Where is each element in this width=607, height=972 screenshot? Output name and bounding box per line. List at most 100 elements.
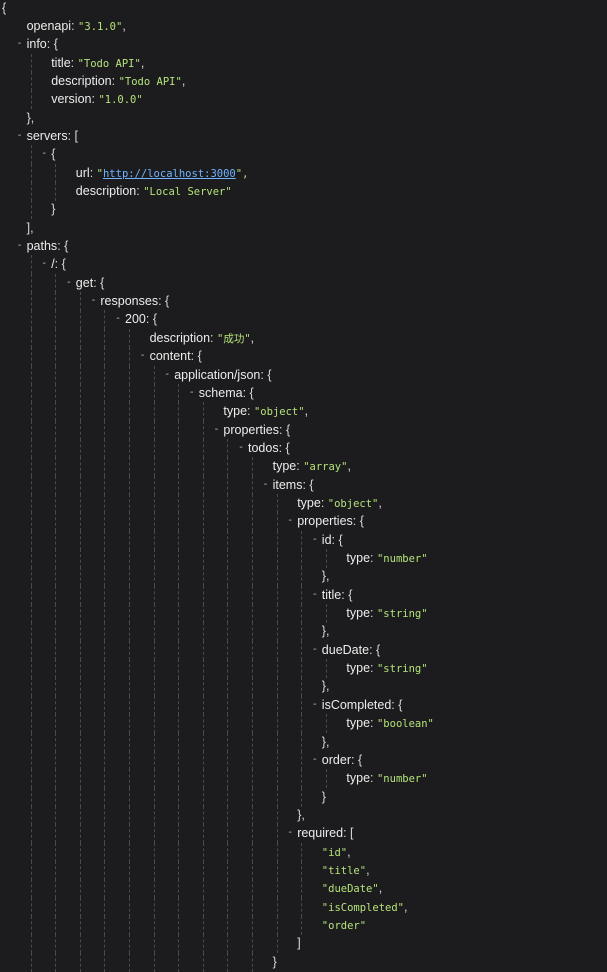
- json-line-content: "title",: [322, 861, 370, 880]
- indent-guide: [153, 916, 155, 935]
- json-key-description: description: [51, 73, 112, 88]
- indent-guide: [252, 695, 253, 715]
- json-colon: :: [70, 55, 78, 70]
- indent-guide: [129, 585, 130, 605]
- json-line-content: url: "http://localhost:3000",: [76, 164, 249, 183]
- indent-guide: [153, 842, 155, 862]
- indent-guide: [30, 365, 32, 385]
- json-line-content: "isCompleted",: [322, 898, 408, 917]
- json-line-content: id: {: [322, 531, 343, 549]
- indent-guide: [252, 512, 253, 532]
- json-line-content: isCompleted: {: [322, 696, 403, 714]
- json-line: type: "string": [0, 659, 607, 679]
- collapse-toggle-icon[interactable]: -: [263, 478, 268, 490]
- json-url-link[interactable]: http://localhost:3000: [102, 167, 236, 180]
- indent-guide: [30, 163, 32, 183]
- indent-guide: [301, 787, 303, 807]
- json-string-value: "object": [253, 406, 305, 419]
- collapse-toggle-icon[interactable]: -: [214, 423, 219, 435]
- indent-guide: [252, 842, 253, 862]
- indent-guide: [30, 714, 32, 734]
- indent-guide: [79, 328, 81, 348]
- collapse-toggle-icon[interactable]: -: [312, 753, 317, 765]
- json-string-value: "Local Server": [143, 186, 232, 198]
- indent-guide: [30, 842, 32, 862]
- json-line: type: "boolean": [0, 714, 607, 734]
- indent-guide: [301, 567, 303, 587]
- collapse-toggle-icon[interactable]: -: [17, 240, 22, 252]
- json-line-content: type: "array",: [273, 457, 351, 476]
- collapse-toggle-icon[interactable]: -: [288, 827, 292, 839]
- indent-guide: [276, 695, 278, 715]
- indent-guide: [104, 916, 106, 935]
- indent-guide: [30, 383, 32, 403]
- json-colon: :: [247, 404, 254, 419]
- indent-guide: [30, 255, 32, 275]
- indent-guide: [55, 842, 57, 862]
- json-punctuation: },: [321, 734, 330, 749]
- indent-guide: [153, 714, 155, 734]
- collapse-toggle-icon[interactable]: -: [239, 441, 243, 453]
- json-line: -required: [: [0, 824, 607, 844]
- json-key-responses: responses: [100, 294, 159, 309]
- json-line: -200: {: [0, 310, 607, 330]
- collapse-toggle-icon[interactable]: -: [66, 276, 71, 288]
- collapse-toggle-icon[interactable]: -: [17, 129, 22, 141]
- json-punctuation: },: [321, 679, 330, 694]
- indent-guide: [55, 163, 57, 183]
- json-colon: :: [278, 440, 286, 455]
- indent-guide: [153, 824, 155, 844]
- json-punctuation: ,: [347, 844, 351, 859]
- indent-guide: [276, 604, 278, 624]
- indent-guide: [30, 824, 32, 844]
- collapse-toggle-icon[interactable]: -: [312, 698, 317, 710]
- collapse-toggle-icon[interactable]: -: [165, 368, 169, 380]
- indent-guide: [79, 310, 81, 330]
- indent-guide: [30, 90, 32, 110]
- indent-guide: [30, 952, 32, 972]
- indent-guide: [325, 769, 327, 789]
- indent-guide: [301, 549, 303, 568]
- collapse-toggle-icon[interactable]: -: [42, 258, 46, 270]
- indent-guide: [104, 567, 106, 587]
- collapse-toggle-icon[interactable]: -: [312, 643, 317, 655]
- indent-guide: [129, 769, 130, 789]
- collapse-toggle-icon[interactable]: -: [140, 350, 145, 362]
- indent-guide: [178, 787, 180, 807]
- json-colon: :: [210, 330, 217, 345]
- collapse-toggle-icon[interactable]: -: [17, 38, 22, 50]
- json-string-value: "array": [303, 461, 348, 474]
- indent-guide: [79, 805, 81, 825]
- indent-guide: [153, 512, 155, 532]
- json-line-content: description: "Todo API",: [51, 72, 185, 91]
- indent-guide: [79, 512, 81, 532]
- json-line: ]: [0, 934, 607, 954]
- collapse-toggle-icon[interactable]: -: [116, 313, 120, 325]
- json-punctuation: ,: [181, 73, 186, 88]
- indent-guide: [104, 677, 106, 697]
- collapse-toggle-icon[interactable]: -: [189, 386, 194, 398]
- json-line: -application/json: {: [0, 365, 607, 385]
- json-key-type: type: [346, 606, 371, 621]
- indent-guide: [178, 640, 180, 660]
- json-colon: :: [331, 532, 339, 547]
- indent-guide: [104, 897, 106, 917]
- indent-guide: [129, 805, 130, 825]
- indent-guide: [79, 604, 81, 624]
- json-key-type: type: [346, 771, 371, 786]
- indent-guide: [30, 732, 32, 752]
- collapse-toggle-icon[interactable]: -: [312, 588, 317, 600]
- collapse-toggle-icon[interactable]: -: [42, 148, 46, 160]
- indent-guide: [129, 475, 130, 495]
- json-punctuation: },: [321, 624, 330, 639]
- indent-guide: [178, 402, 180, 422]
- json-punctuation: {: [285, 440, 290, 455]
- collapse-toggle-icon[interactable]: -: [91, 295, 96, 307]
- collapse-toggle-icon[interactable]: -: [312, 533, 317, 545]
- json-punctuation: {: [61, 257, 66, 272]
- indent-guide: [55, 750, 57, 770]
- indent-guide: [30, 420, 32, 440]
- collapse-toggle-icon[interactable]: -: [288, 515, 292, 527]
- indent-guide: [178, 549, 180, 568]
